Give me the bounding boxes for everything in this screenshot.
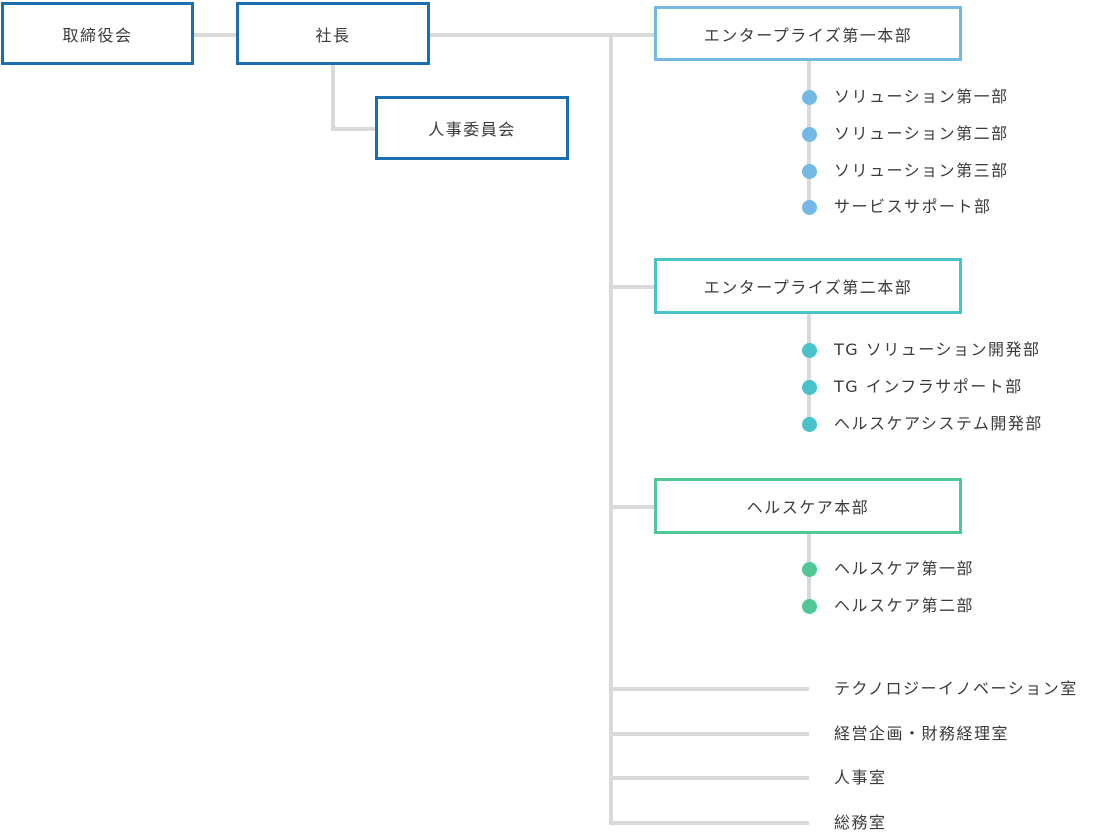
connector-president-committee-h (331, 127, 377, 131)
connector-office-3 (609, 776, 809, 780)
connector-division-3 (609, 505, 655, 509)
division-label: エンタープライズ第一本部 (703, 25, 913, 45)
connector-president-trunk (429, 33, 655, 37)
division-box-enterprise-1: エンタープライズ第一本部 (654, 6, 962, 61)
president-label: 社長 (315, 25, 351, 45)
department-bullet (802, 417, 817, 432)
department-label: ソリューション第三部 (834, 161, 1009, 180)
office-label: テクノロジーイノベーション室 (834, 679, 1078, 698)
department-label: ソリューション第二部 (834, 124, 1009, 143)
connector-division-2-departments (807, 313, 811, 425)
connector-main-trunk (609, 33, 613, 825)
board-box: 取締役会 (1, 2, 194, 65)
department-bullet (802, 200, 817, 215)
connector-division-2 (609, 285, 655, 289)
office-label: 経営企画・財務経理室 (834, 724, 1010, 743)
department-bullet (802, 562, 817, 577)
division-box-healthcare: ヘルスケア本部 (654, 478, 962, 534)
division-box-enterprise-2: エンタープライズ第二本部 (654, 258, 962, 314)
hr-committee-label: 人事委員会 (428, 120, 516, 139)
department-bullet (802, 90, 817, 105)
department-bullet (802, 380, 817, 395)
department-bullet (802, 599, 817, 614)
department-bullet (802, 164, 817, 179)
connector-president-committee-v (331, 64, 335, 130)
office-label: 総務室 (834, 813, 887, 832)
connector-office-2 (609, 732, 809, 736)
department-label: ヘルスケアシステム開発部 (834, 414, 1043, 433)
department-label: TG インフラサポート部 (834, 377, 1023, 396)
division-label: ヘルスケア本部 (746, 498, 870, 517)
connector-board-president (194, 33, 238, 37)
department-bullet (802, 343, 817, 358)
department-bullet (802, 127, 817, 142)
division-label: エンタープライズ第二本部 (703, 278, 913, 297)
board-label: 取締役会 (62, 25, 133, 45)
department-label: サービスサポート部 (834, 197, 992, 216)
hr-committee-box: 人事委員会 (375, 96, 569, 160)
department-label: TG ソリューション開発部 (834, 340, 1041, 359)
department-label: ヘルスケア第一部 (834, 559, 975, 578)
connector-office-4 (609, 821, 809, 825)
president-box: 社長 (236, 2, 430, 65)
connector-office-1 (609, 687, 809, 691)
office-label: 人事室 (834, 768, 887, 787)
department-label: ソリューション第一部 (834, 87, 1009, 106)
department-label: ヘルスケア第二部 (834, 596, 975, 615)
